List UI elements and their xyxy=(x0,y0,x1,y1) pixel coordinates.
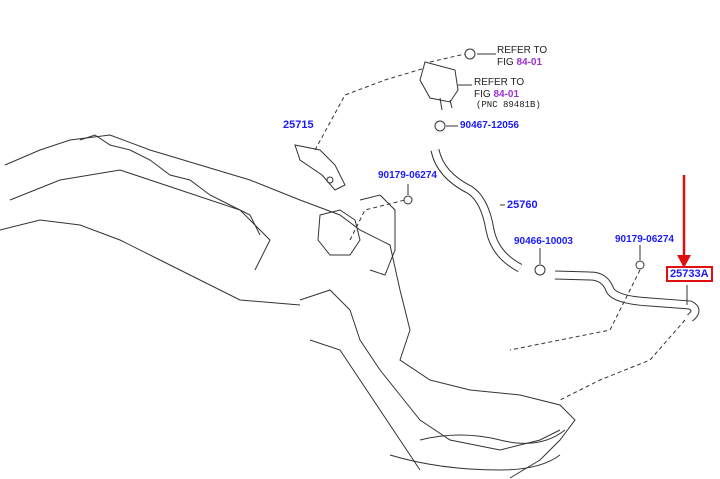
pnc-note: (PNC 89481B) xyxy=(476,100,541,110)
refer-text: REFER TO xyxy=(497,45,548,56)
fig-ref-link[interactable]: 84-01 xyxy=(516,57,543,68)
refer-note-2: REFER TO FIG 84-01 xyxy=(474,77,524,101)
part-label-25715[interactable]: 25715 xyxy=(283,119,314,131)
part-label-90179-06274[interactable]: 90179-06274 xyxy=(378,170,437,181)
fig-ref-link[interactable]: 84-01 xyxy=(493,89,520,100)
fig-prefix: FIG xyxy=(474,89,494,100)
part-label-90179-06274[interactable]: 90179-06274 xyxy=(615,234,674,245)
part-label-90467-12056[interactable]: 90467-12056 xyxy=(460,120,519,131)
engine-outline xyxy=(4,134,576,479)
part-label-90466-10003[interactable]: 90466-10003 xyxy=(514,236,573,247)
refer-note-1: REFER TO FIG 84-01 xyxy=(497,45,547,69)
part-label-25733A-highlighted[interactable]: 25733A xyxy=(666,266,713,282)
bracket-25715 xyxy=(294,144,346,191)
vsv-component xyxy=(419,61,459,103)
highlight-arrow xyxy=(677,175,691,268)
refer-text: REFER TO xyxy=(474,77,525,88)
part-label-25760[interactable]: 25760 xyxy=(507,199,538,211)
fig-prefix: FIG xyxy=(497,57,517,68)
